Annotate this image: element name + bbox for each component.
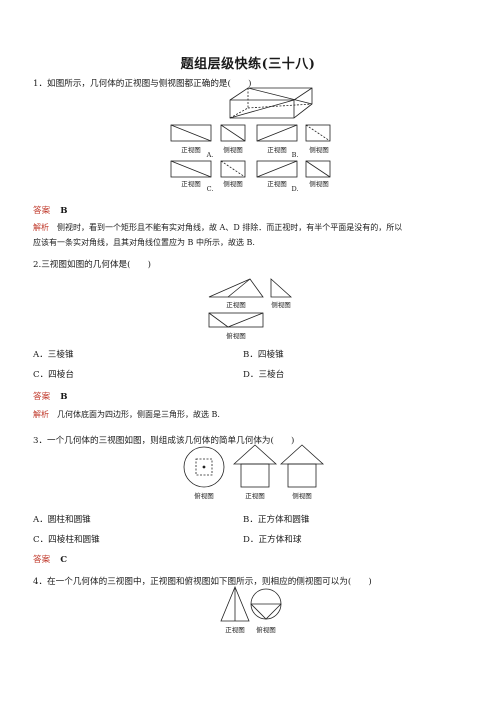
q1-explanation-line-1: 侧视时，看到一个矩形且不能有实对角线，故 A、D 排除．而正视时，有半个平面是没… — [57, 223, 403, 232]
q4-front-view — [220, 586, 250, 622]
q1-c-front-caption: 正视图 — [181, 180, 201, 188]
explanation-label: 解析 — [33, 223, 49, 232]
q1-option-d-label: D. — [291, 185, 299, 193]
answer-value: C — [60, 555, 68, 565]
q1-solid-edge — [229, 99, 295, 119]
q2-front-view — [208, 278, 264, 298]
q3-front-view — [232, 444, 278, 488]
q2-option-c: C．四棱台 — [33, 370, 74, 380]
q2-side-view — [270, 278, 292, 298]
q4-top-caption: 俯视图 — [256, 626, 276, 634]
q1-b-side-view — [305, 124, 331, 142]
question-1-text: 1．如图所示，几何体的正视图与侧视图都正确的是( ) — [33, 79, 252, 89]
q4-front-caption: 正视图 — [225, 626, 245, 634]
answer-value: B — [60, 206, 68, 216]
q1-solid-edge — [293, 87, 313, 101]
q1-a-front-caption: 正视图 — [181, 146, 201, 154]
q1-d-side-caption: 侧视图 — [309, 180, 329, 188]
q1-option-b-label: B. — [291, 151, 299, 159]
q1-a-front-view — [170, 124, 212, 142]
q3-option-c: C．四棱柱和圆锥 — [33, 535, 100, 545]
q1-b-side-caption: 侧视图 — [309, 146, 329, 154]
answer-label: 答案 — [33, 206, 51, 216]
answer-value: B — [60, 392, 68, 402]
q2-option-d: D．三棱台 — [243, 370, 285, 380]
question-3-text: 3．一个几何体的三视图如图，则组成该几何体的简单几何体为( ) — [33, 436, 295, 446]
q2-side-caption: 侧视图 — [271, 301, 291, 309]
page-title: 题组层级快练(三十八) — [180, 57, 316, 72]
q3-answer: 答案 C — [33, 553, 67, 565]
q2-explanation: 解析几何体底面为四边形，侧面是三角形，故选 B. — [33, 407, 220, 422]
q3-top-caption: 俯视图 — [194, 492, 214, 500]
q1-b-front-caption: 正视图 — [267, 146, 287, 154]
q1-d-front-view — [256, 160, 298, 178]
q1-c-side-view — [220, 160, 246, 178]
q1-a-side-view — [220, 124, 246, 142]
q1-d-side-view — [305, 160, 331, 178]
q3-side-caption: 侧视图 — [292, 492, 312, 500]
q1-b-front-view — [256, 124, 298, 142]
q1-c-side-caption: 侧视图 — [223, 180, 243, 188]
q2-answer: 答案 B — [33, 390, 67, 402]
q2-front-caption: 正视图 — [226, 301, 246, 309]
q3-side-view — [279, 444, 325, 488]
explanation-label: 解析 — [33, 410, 49, 419]
q1-a-side-caption: 侧视图 — [223, 146, 243, 154]
q1-option-a-label: A. — [206, 151, 214, 159]
q1-answer: 答案 B — [33, 204, 67, 216]
q2-explanation-text: 几何体底面为四边形，侧面是三角形，故选 B. — [57, 410, 220, 419]
answer-label: 答案 — [33, 392, 51, 402]
q2-top-caption: 俯视图 — [226, 332, 246, 340]
q1-solid-figure — [229, 87, 313, 119]
q1-explanation-line-2: 应该有一条实对角线，且其对角线位置应为 B 中所示，故选 B. — [33, 238, 255, 247]
q3-option-a: A．圆柱和圆锥 — [33, 515, 91, 525]
q2-option-b: B．四棱锥 — [243, 350, 284, 360]
q1-solid-edge — [247, 87, 313, 105]
q1-solid-outline — [229, 87, 313, 119]
q2-top-view — [208, 312, 264, 328]
q1-solid-hidden-edge — [229, 107, 249, 119]
q4-top-view — [250, 588, 282, 620]
q3-top-view — [183, 446, 225, 488]
q3-option-b: B．正方体和圆锥 — [243, 515, 310, 525]
q1-solid-hidden-edge — [247, 103, 313, 109]
q3-option-d: D．正方体和球 — [243, 535, 302, 545]
question-4-text: 4．在一个几何体的三视图中，正视图和俯视图如下图所示，则相应的侧视图可以为( ) — [33, 577, 372, 587]
answer-label: 答案 — [33, 555, 51, 565]
q1-explanation: 解析侧视时，看到一个矩形且不能有实对角线，故 A、D 排除．而正视时，有半个平面… — [33, 220, 473, 250]
question-2-text: 2.三视图如图的几何体是( ) — [33, 260, 152, 270]
q2-option-a: A．三棱锥 — [33, 350, 74, 360]
q3-front-caption: 正视图 — [245, 492, 265, 500]
q1-c-front-view — [170, 160, 212, 178]
q1-d-front-caption: 正视图 — [267, 180, 287, 188]
q1-option-c-label: C. — [206, 185, 214, 193]
